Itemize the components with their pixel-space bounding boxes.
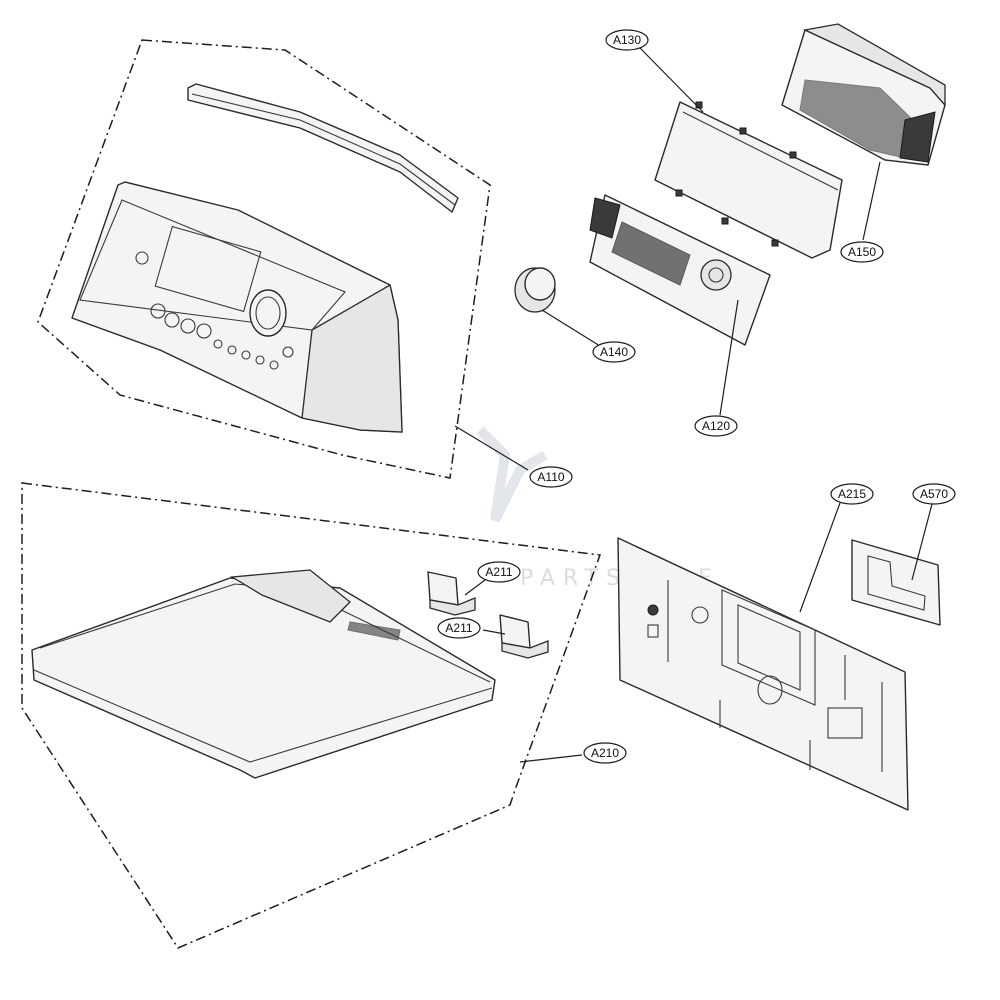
a570-cover-cutout (867, 555, 926, 611)
control-panel-dial-inner (255, 296, 281, 330)
control-panel-small-buttons (213, 339, 294, 370)
a120-pcb-encoder-shaft (708, 267, 724, 283)
a211-lower-hinge-part (499, 614, 549, 659)
a211-upper-hinge-part (427, 571, 476, 616)
callout-a210: A210 (583, 742, 627, 764)
a130-cover-body (654, 101, 843, 259)
callout-a215-text: A215 (838, 487, 866, 501)
callout-a570-text: A570 (920, 487, 948, 501)
control-panel-group (37, 39, 491, 479)
a570-cover-part (851, 539, 941, 626)
control-panel-boundary (37, 39, 491, 479)
control-panel-face (79, 199, 346, 331)
a130-cover-rib (682, 111, 839, 191)
a130-cover-tabs (675, 101, 797, 247)
a215-panel-dot (647, 604, 659, 616)
a215-panel-round-port (757, 675, 783, 705)
a120-pcb-encoder (700, 259, 732, 291)
a215-panel-hole (691, 606, 709, 624)
callout-a140: A140 (592, 341, 636, 363)
leader-lines (454, 47, 933, 763)
control-panel-left-knob-hole (135, 251, 149, 265)
a130-pcb-cover-part (654, 101, 843, 259)
callout-a570: A570 (912, 483, 956, 505)
a215-panel-recess (721, 589, 816, 706)
top-lid-group (21, 482, 602, 949)
a215-panel-ribs (667, 580, 883, 772)
top-lid-slot (347, 621, 401, 641)
callout-a130: A130 (605, 29, 649, 51)
callout-a120: A120 (694, 415, 738, 437)
a215-panel-window (737, 604, 801, 691)
callout-a211-lower-text: A211 (445, 621, 472, 635)
callout-a211-lower: A211 (437, 617, 481, 639)
a570-cover-plate (851, 539, 941, 626)
callout-a110: A110 (529, 466, 573, 488)
callout-a130-text: A130 (613, 33, 641, 47)
callout-a215: A215 (830, 483, 874, 505)
callout-a211-upper: A211 (477, 561, 521, 583)
callout-a150: A150 (840, 241, 884, 263)
top-lid-boundary (21, 482, 602, 949)
a215-panel-connector-box (827, 707, 863, 739)
a140-knob-face (524, 267, 556, 301)
top-lid-front-edge (33, 669, 493, 763)
trim-strip-edge (191, 93, 456, 206)
control-panel-large-buttons (150, 303, 212, 339)
a140-knob-part (514, 267, 556, 313)
callout-a140-text: A140 (600, 345, 628, 359)
a150-housing-part (781, 23, 946, 166)
callout-a150-text: A150 (848, 245, 876, 259)
a120-pcb-connector (589, 197, 621, 239)
top-lid-hinge-housing (229, 569, 351, 623)
a120-pcb-components (611, 221, 691, 286)
a215-panel-clip (647, 624, 659, 638)
a215-rear-panel-part (617, 537, 909, 811)
control-panel-display-window (154, 225, 262, 313)
top-lid-body (31, 577, 496, 779)
callout-a110-text: A110 (537, 470, 564, 484)
a211-upper-hinge-flange (429, 597, 476, 616)
a150-housing-top (802, 23, 946, 107)
callout-a120-text: A120 (702, 419, 730, 433)
a120-main-pcb-part (589, 194, 771, 346)
a211-lower-hinge-flange (501, 640, 549, 659)
callout-a210-text: A210 (591, 746, 619, 760)
a150-housing-end (899, 111, 936, 163)
callout-a211-upper-text: A211 (485, 565, 512, 579)
